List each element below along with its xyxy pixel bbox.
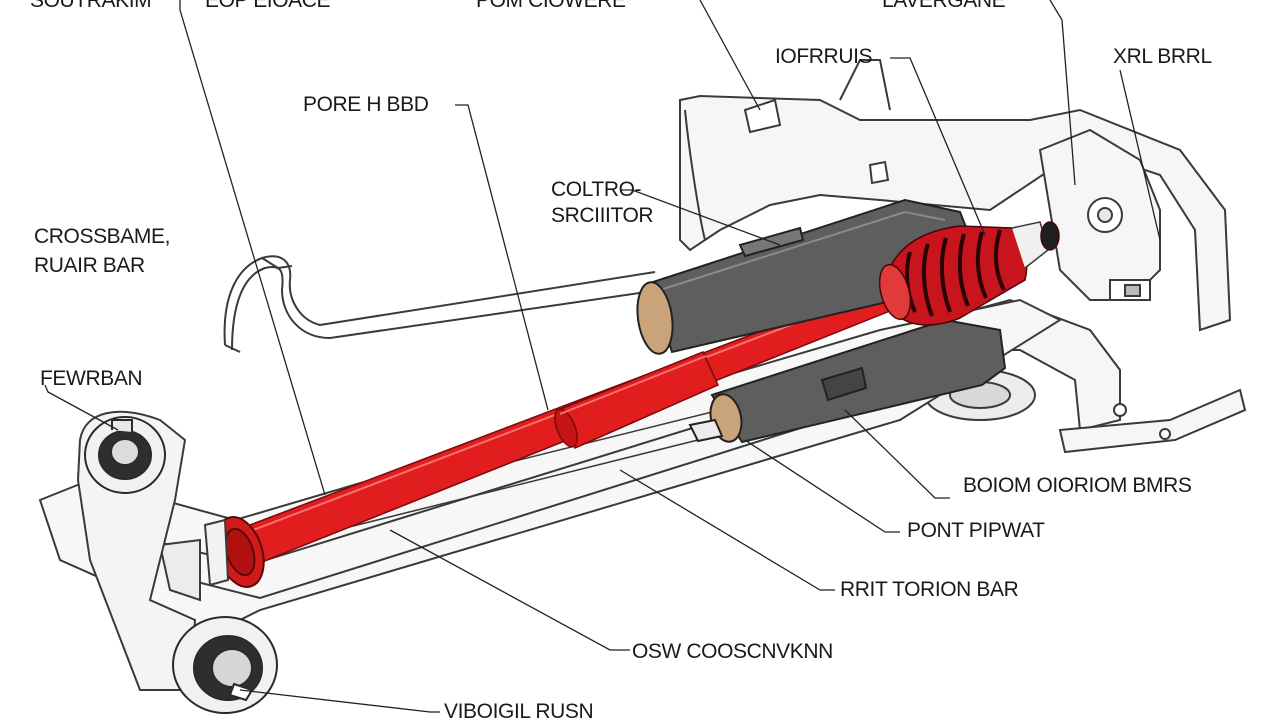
label-boiom-oioriom-bmrs: BOIOM OIORIOM BMRS — [963, 474, 1192, 497]
top-bushing — [84, 416, 166, 494]
label-coltro-line1: COLTRO- — [551, 178, 642, 201]
left-end-cap — [203, 516, 265, 588]
label-lavergane: LAVERGANE — [882, 0, 1006, 12]
label-fewrban: FEWRBAN — [40, 367, 143, 390]
label-coltro-line2: SRCIIITOR — [551, 204, 654, 227]
bottom-bushing — [172, 616, 278, 714]
label-osw-cooscnvknn: OSW COOSCNVKNN — [632, 640, 833, 663]
label-crossbame-line2: RUAIR BAR — [34, 254, 145, 277]
red-boot — [878, 221, 1060, 326]
label-pont-pipwat: PONT PIPWAT — [907, 519, 1045, 542]
label-iofrruis: IOFRRUIS — [775, 45, 873, 68]
label-crossbame-line1: CROSSBAME, — [34, 225, 171, 248]
label-pore-h-bbd: PORE H BBD — [303, 93, 429, 116]
label-eop-eioace: EOP EIOACE — [205, 0, 331, 12]
leader-lines — [44, 0, 1161, 713]
label-soutrakim: SOUTRAKIM — [30, 0, 152, 12]
label-pom-ciowere: POM CIOWERE — [476, 0, 626, 12]
lower-housing — [688, 318, 1007, 444]
wire-bracket — [223, 255, 661, 353]
label-viboigil-rusn: VIBOIGIL RUSN — [444, 700, 594, 720]
label-rrit-torion-bar: RRIT TORION BAR — [840, 578, 1019, 601]
label-xrl-brrl: XRL BRRL — [1113, 45, 1212, 68]
